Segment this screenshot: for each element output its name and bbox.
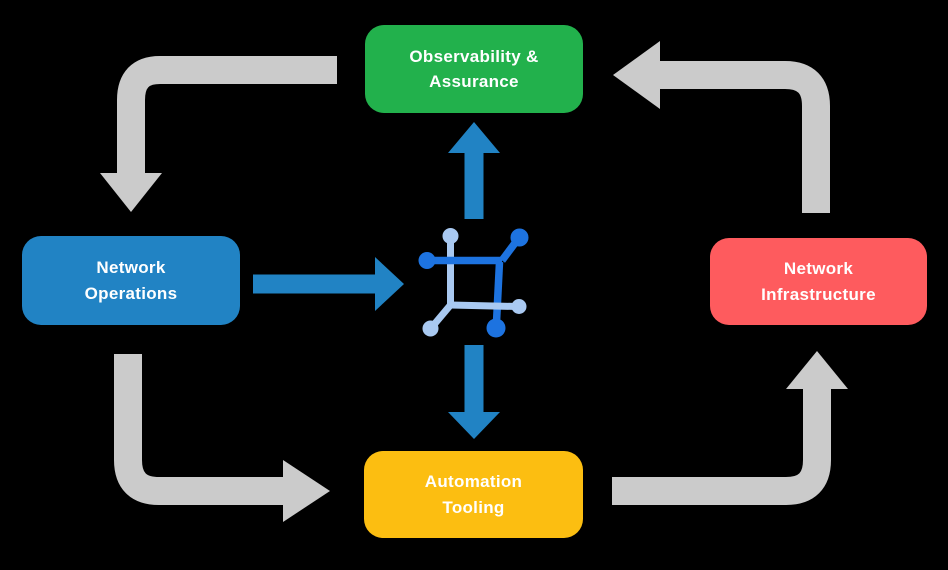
node-network-operations: Network Operations <box>22 236 240 325</box>
network-nodes-icon <box>418 228 529 338</box>
node-infrastructure-label: Network Infrastructure <box>761 259 876 304</box>
network-icon-light-front <box>422 299 527 337</box>
node-network-infrastructure: Network Infrastructure <box>710 238 927 325</box>
node-operations-label: Network Operations <box>84 258 178 303</box>
center-arrows <box>253 122 500 439</box>
network-icon-light-back <box>442 228 459 306</box>
node-automation-label: Automation Tooling <box>424 472 523 517</box>
arrow-operations-to-automation <box>114 354 330 522</box>
arrow-infrastructure-to-observability <box>613 41 830 213</box>
arrow-observability-to-operations <box>100 56 337 212</box>
node-observability-label: Observability & Assurance <box>409 46 539 92</box>
arrow-center-to-observability <box>448 122 500 219</box>
node-automation-tooling: Automation Tooling <box>364 451 583 538</box>
arrow-center-to-automation <box>448 345 500 439</box>
network-icon-dark <box>418 228 529 338</box>
cycle-arrows <box>100 41 848 522</box>
arrow-operations-to-center <box>253 257 404 311</box>
arrow-automation-to-infrastructure <box>612 351 848 505</box>
node-observability-assurance: Observability & Assurance <box>365 25 583 113</box>
